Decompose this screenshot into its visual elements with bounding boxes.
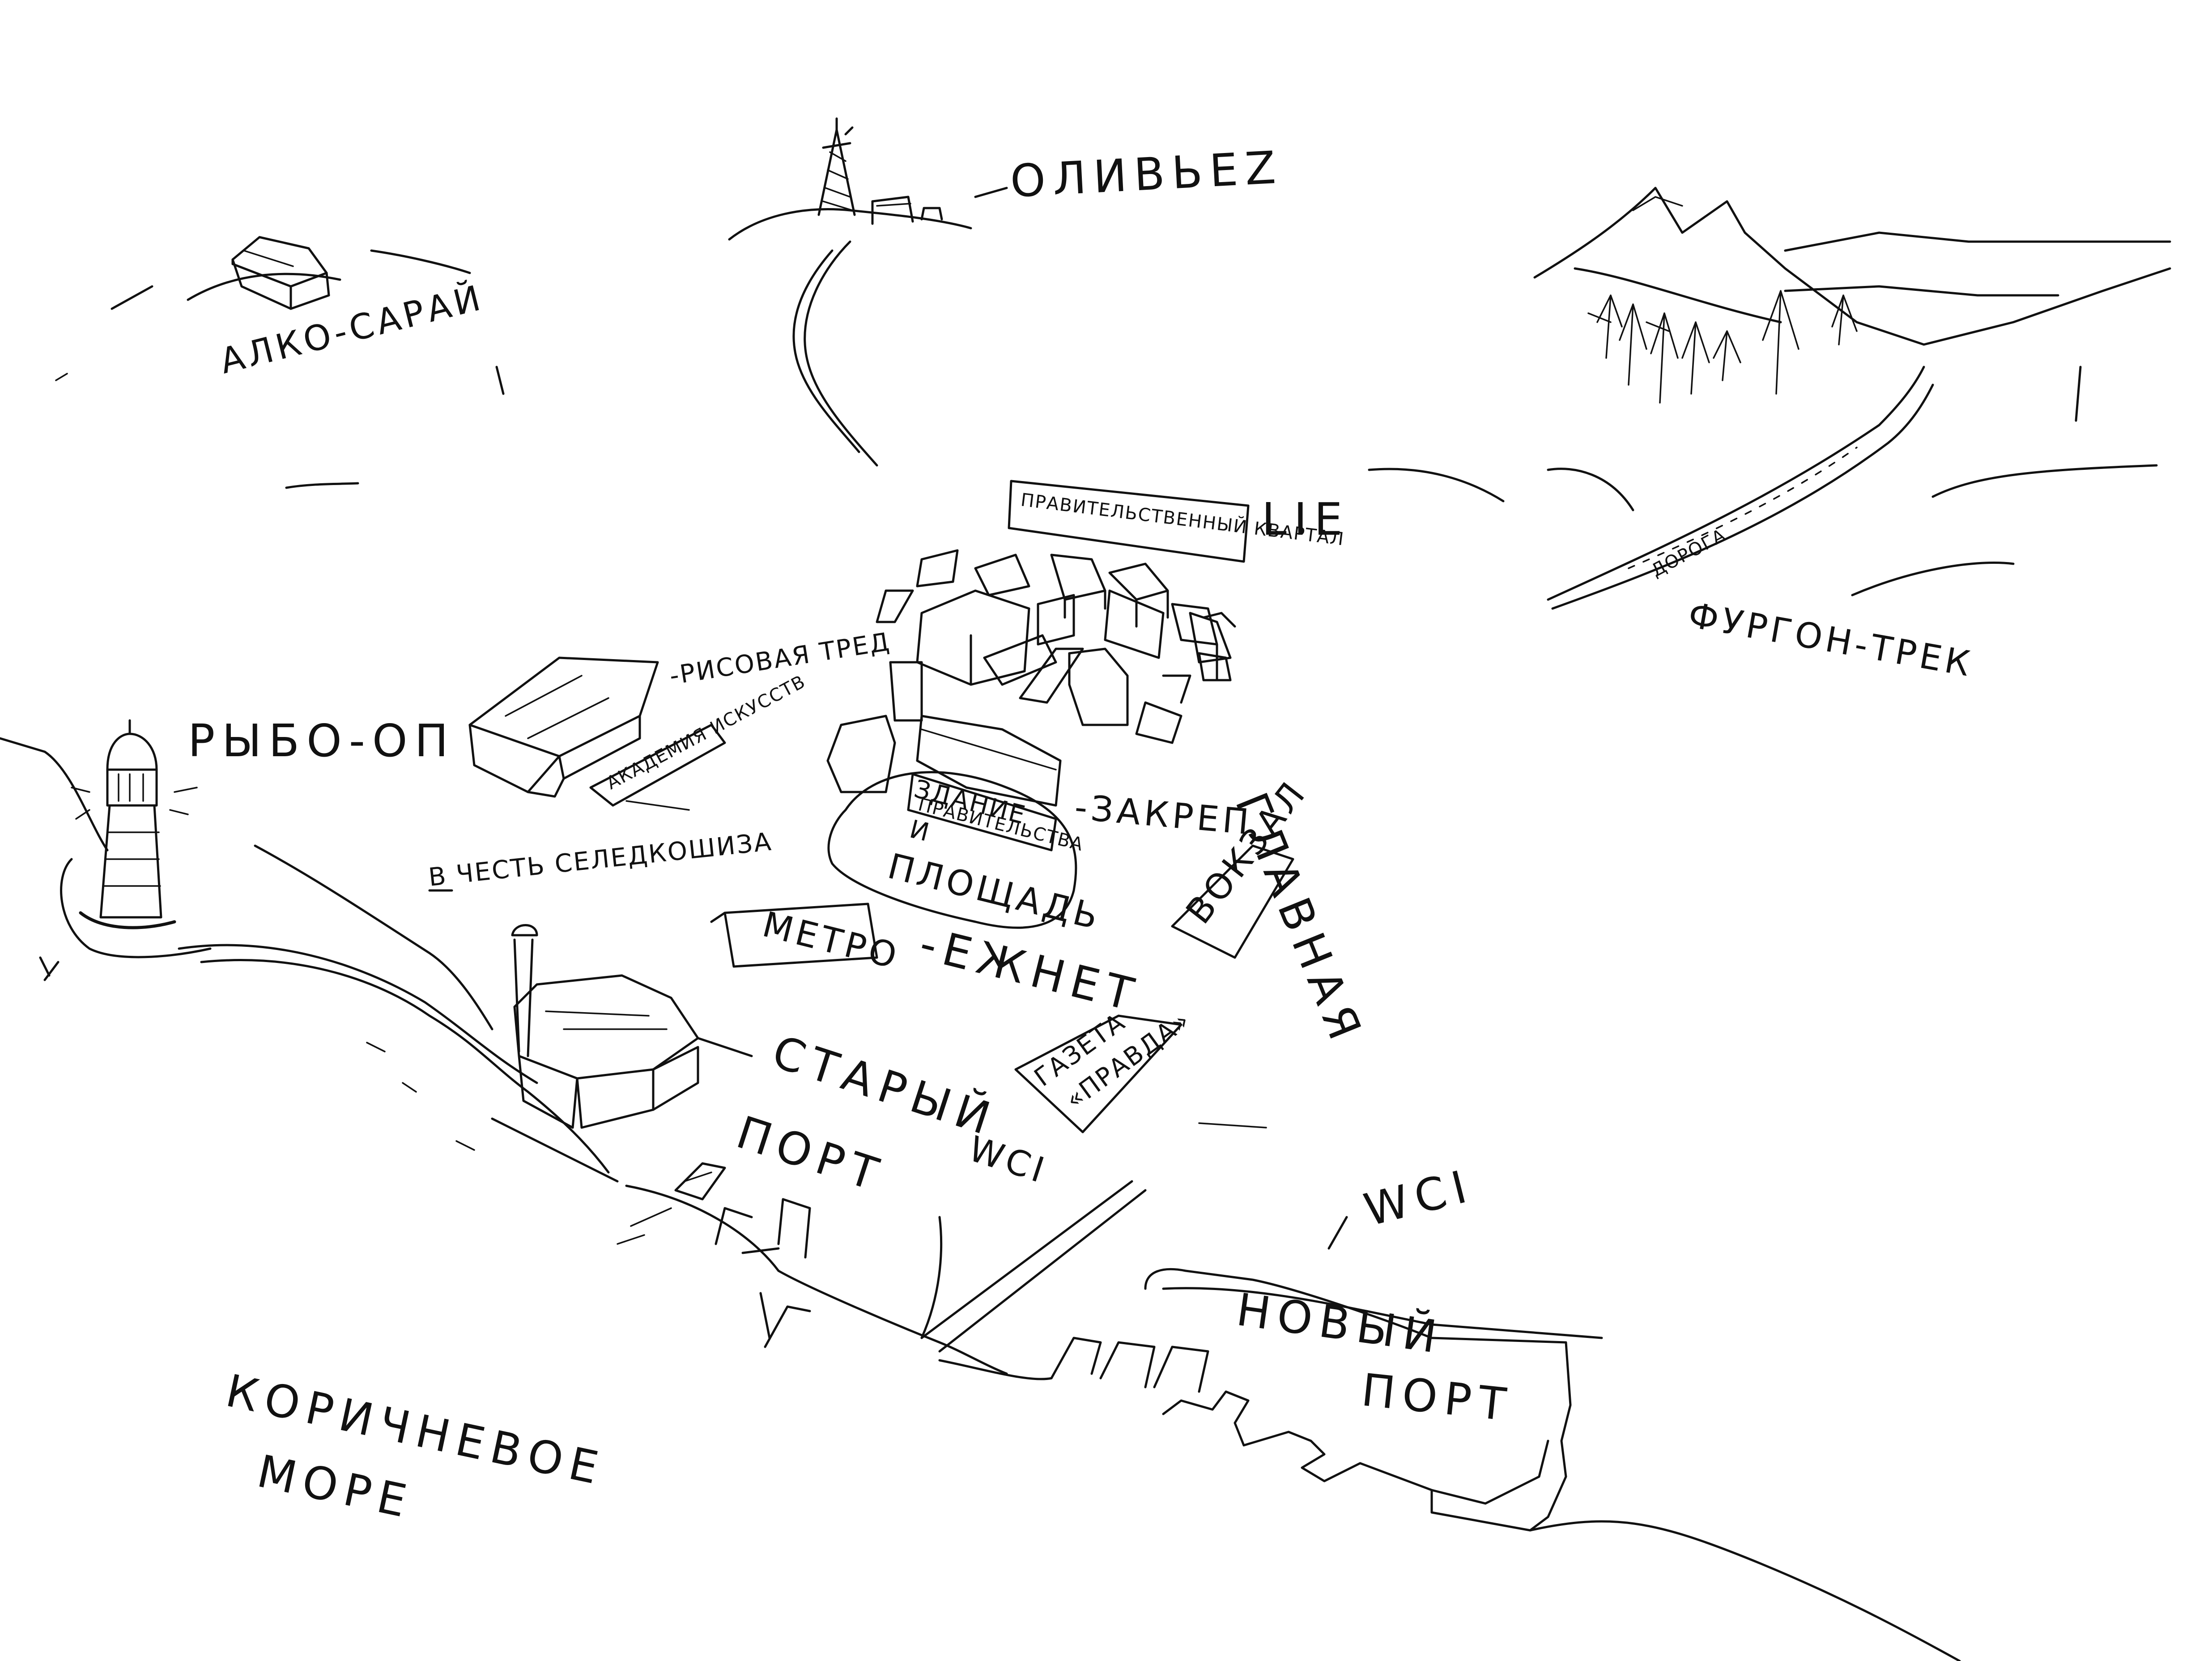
furgon-trek-label: ФУРГОН-ТРЕК	[1685, 595, 1977, 685]
newspaper: ГАЗЕТА «ПРАВДА»	[1014, 1005, 1267, 1133]
boat-icon	[617, 1162, 726, 1245]
coastline	[178, 844, 1008, 1375]
in-honor-label: В ЧЕСТЬ СЕЛЕДКОШИЗА	[427, 827, 774, 892]
gov-building-label-4: ПЛОЩАДЬ	[884, 846, 1105, 938]
wci-left-label: WCI	[964, 1129, 1052, 1192]
building-icon	[871, 196, 943, 225]
new-port-label-2: ПОРТ	[1359, 1364, 1515, 1432]
olivbez-label: ОЛИВЬЕZ	[1009, 141, 1284, 208]
gov-quarter-suffix: LIE	[1262, 493, 1349, 545]
gov-building-label-3: И	[907, 815, 933, 848]
mountains-landmark: ДОРОГА ФУРГОН-ТРЕК	[1368, 187, 2171, 685]
lighthouse-icon	[71, 719, 198, 929]
zakrep-label: -ЗАКРЕП	[1073, 787, 1254, 843]
alko-sarai-landmark: АЛКО-САРАЙ	[55, 236, 505, 489]
sea-label-2: МОРЕ	[253, 1445, 418, 1529]
metro-label: МЕТРО	[758, 904, 904, 977]
academy-label: АКАДЕМИЯ ИСКУССТВ	[603, 671, 809, 794]
brown-sea: КОРИЧНЕВОЕ МОРЕ	[221, 1364, 610, 1529]
new-port: НОВЫЙ ПОРТ WCI	[920, 1159, 1961, 1661]
factory-block	[511, 924, 753, 1129]
wci-right-label: WCI	[1359, 1159, 1479, 1236]
rice-trade-district: -РИСОВАЯ ТРЕД АКАДЕМИЯ ИСКУССТВ	[468, 627, 893, 811]
ezhnet-label: -ЕЖНЕТ	[915, 917, 1145, 1022]
radio-tower-icon	[817, 117, 856, 216]
rybo-op-landmark: РЫБО-ОП	[0, 715, 455, 981]
olivbez-landmark: ОЛИВЬЕZ	[728, 117, 1284, 467]
barn-icon	[231, 236, 330, 310]
forest-icon	[1587, 290, 1858, 404]
old-port-label-2: ПОРТ	[731, 1106, 891, 1203]
rybo-op-label: РЫБО-ОП	[188, 715, 455, 767]
new-port-label-1: НОВЫЙ	[1234, 1283, 1447, 1364]
